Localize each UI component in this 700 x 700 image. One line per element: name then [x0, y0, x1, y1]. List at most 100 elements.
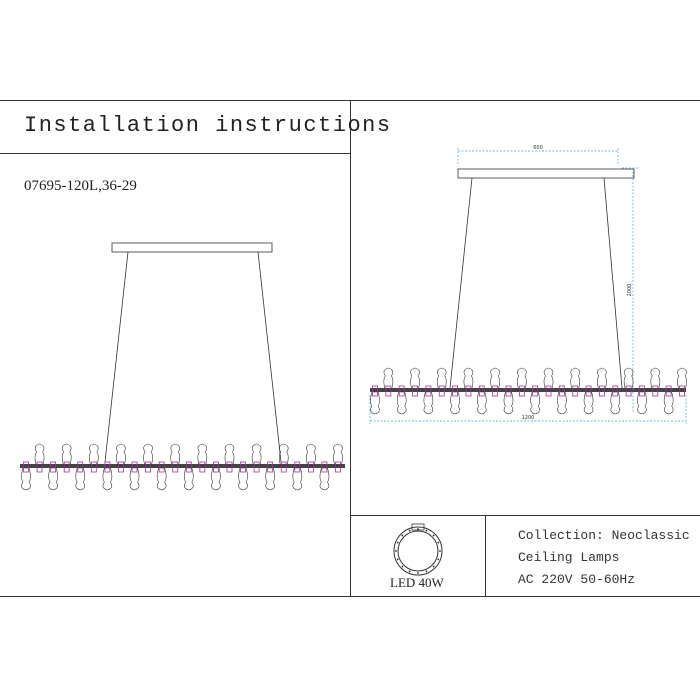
dimension-lines — [369, 148, 687, 424]
crystal — [306, 443, 316, 467]
crystal-holder — [492, 385, 499, 397]
crystal — [170, 443, 181, 467]
crystal — [143, 443, 153, 467]
crystal-holder — [679, 385, 685, 397]
crystal — [623, 367, 634, 391]
crystal — [251, 443, 262, 467]
crystal — [34, 443, 45, 467]
crystal-holder — [267, 461, 274, 473]
crystal-holder — [321, 461, 328, 473]
led-chip — [437, 541, 440, 544]
crystal — [490, 367, 500, 391]
suspension-wire — [257, 251, 282, 463]
spec-divider — [350, 515, 700, 516]
crystal — [677, 367, 687, 391]
crystal-holder — [104, 461, 111, 473]
column-divider — [350, 100, 351, 596]
light-bar — [20, 464, 345, 468]
title-divider — [0, 153, 350, 154]
crystal-holder — [226, 461, 233, 473]
led-chip — [401, 534, 404, 537]
crystal — [89, 443, 99, 467]
crystal-holder — [213, 461, 219, 473]
model-number: 07695-120L,36-29 — [24, 178, 137, 194]
crystal-holder — [145, 461, 151, 473]
crystal-holder — [572, 385, 579, 397]
crystal-holder — [199, 461, 206, 473]
light-source-label: LED 40W — [390, 575, 444, 590]
crystal-holder — [372, 385, 378, 397]
right-pendant-drawing: 600 2000 1200 — [369, 145, 687, 424]
crystal-holder — [425, 385, 432, 397]
crystal — [183, 467, 194, 491]
page-title: Installation instructions — [24, 113, 392, 138]
crystal-holder — [172, 461, 179, 473]
crystal-holder — [36, 461, 43, 473]
crystal-holder — [158, 461, 165, 473]
crystal — [396, 391, 407, 415]
type-text: Ceiling Lamps — [518, 550, 620, 565]
crystal — [503, 391, 514, 415]
led-ring-icon — [393, 523, 443, 576]
crystal — [530, 391, 540, 415]
suspension-wire — [104, 251, 129, 463]
crystal — [278, 443, 289, 467]
suspension-wire — [603, 177, 623, 389]
crystal — [21, 467, 31, 491]
crystal — [463, 367, 474, 391]
crystal-holder — [280, 461, 287, 473]
spec-column-divider — [485, 515, 486, 596]
crystal-holder — [478, 385, 485, 397]
led-chip — [432, 534, 435, 537]
crystal — [102, 467, 113, 491]
height-label: 2000 — [627, 284, 633, 297]
crystal-holder — [532, 385, 539, 397]
canopy — [457, 168, 635, 179]
led-chip — [425, 570, 428, 573]
crystal-holder — [412, 385, 418, 397]
crystal — [238, 467, 248, 491]
crystal — [570, 367, 581, 391]
crystal — [224, 443, 235, 467]
crystal — [637, 391, 647, 415]
crystal-holder — [240, 461, 246, 473]
led-chip — [432, 565, 435, 568]
crystal — [597, 367, 607, 391]
crystal-holder — [294, 461, 301, 473]
crystal-holder — [77, 461, 84, 473]
crystal — [129, 467, 140, 491]
crystal-holder — [585, 385, 592, 397]
crystal — [211, 467, 221, 491]
crystal — [423, 391, 434, 415]
led-chip — [417, 572, 419, 574]
led-chip — [417, 528, 419, 530]
led-chip — [437, 558, 440, 561]
crystal-holder — [665, 385, 672, 397]
left-pendant-drawing — [20, 242, 345, 491]
led-chip — [439, 550, 441, 552]
crystal — [663, 391, 674, 415]
canopy-width-label: 600 — [533, 145, 543, 151]
crystal-holder — [545, 385, 552, 397]
crystal — [75, 467, 86, 491]
crystal — [319, 467, 330, 491]
crystal-holder — [505, 385, 512, 397]
crystal-holder — [131, 461, 138, 473]
crystal-holder — [253, 461, 260, 473]
crystal — [370, 391, 380, 415]
crystal — [610, 391, 621, 415]
crystal-holder — [465, 385, 472, 397]
bottom-border — [0, 596, 700, 597]
crystal-holder — [335, 461, 341, 473]
crystal-holder — [625, 385, 632, 397]
crystal-holder — [385, 385, 392, 397]
crystal-holder — [90, 461, 97, 473]
light-bar — [370, 388, 686, 392]
crystal-holder — [518, 385, 525, 397]
led-chip — [408, 529, 411, 532]
crystal — [61, 443, 72, 467]
led-chip — [395, 550, 397, 552]
led-chip — [425, 529, 428, 532]
crystal — [383, 367, 394, 391]
